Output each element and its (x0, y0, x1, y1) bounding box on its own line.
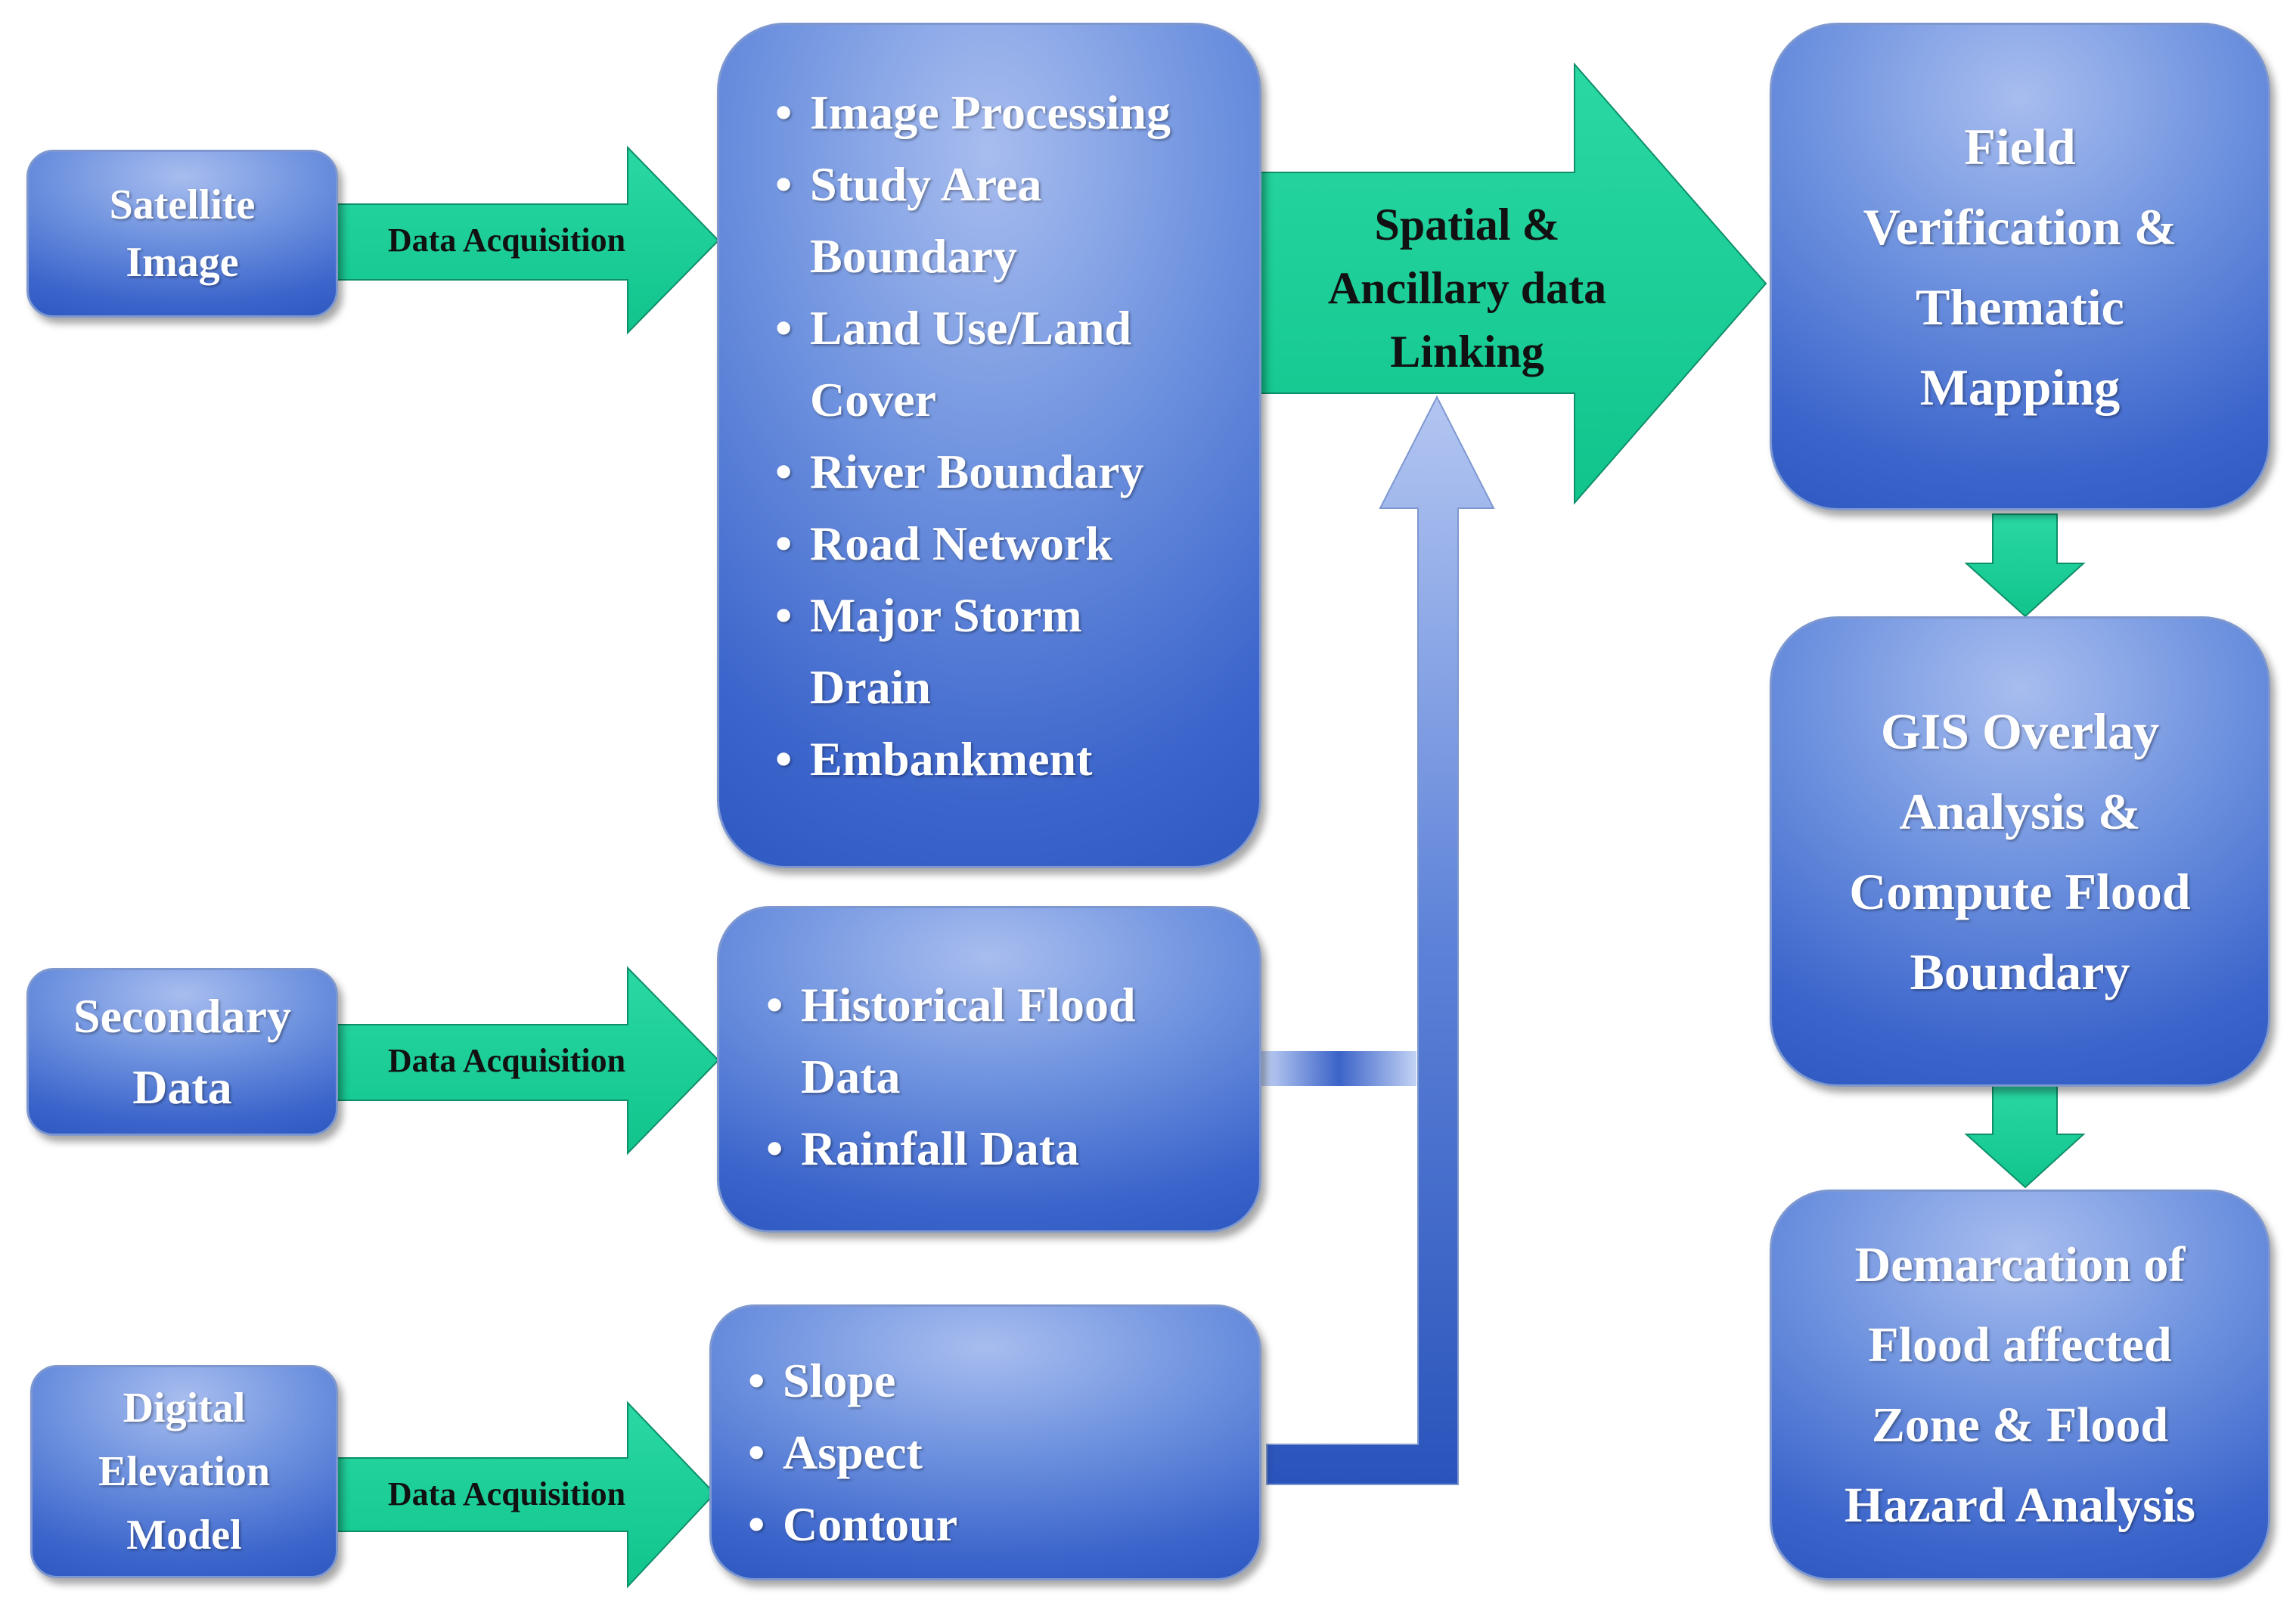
terrain-data-list: Slope Aspect Contour (740, 1345, 1259, 1560)
image-processing-box: Image Processing Study Area Boundary Lan… (717, 23, 1261, 868)
list-item-aspect: Aspect (740, 1416, 1259, 1488)
list-item-image-processing: Image Processing (768, 76, 1259, 148)
historical-data-box: Historical Flood Data Rainfall Data (717, 906, 1261, 1233)
image-processing-list: Image Processing Study Area Boundary Lan… (768, 76, 1259, 795)
connector-historical (1261, 1051, 1416, 1086)
acquisition-label-satellite: Data Acquisition (387, 222, 626, 259)
acquisition-label-dem: Data Acquisition (387, 1475, 626, 1512)
acquisition-arrow-dem (336, 1401, 716, 1589)
list-item-road-network: Road Network (768, 507, 1259, 579)
secondary-data-label: Secondary Data (73, 989, 291, 1114)
up-arrow-connector (1266, 395, 1495, 1485)
list-item-embankment: Embankment (768, 723, 1259, 795)
historical-data-list: Historical Flood Data Rainfall Data (759, 969, 1259, 1184)
satellite-image-box: Satellite Image (26, 150, 338, 318)
secondary-data-box: Secondary Data (26, 968, 338, 1136)
list-item-river-boundary: River Boundary (768, 436, 1259, 507)
acquisition-arrow-secondary (336, 966, 720, 1155)
list-item-land-use: Land Use/Land Cover (768, 292, 1259, 436)
field-verification-box: Field Verification & Thematic Mapping (1770, 23, 2270, 510)
gis-overlay-box: GIS Overlay Analysis & Compute Flood Bou… (1770, 616, 2270, 1087)
list-item-slope: Slope (740, 1345, 1259, 1416)
list-item-storm-drain: Major Storm Drain (768, 579, 1259, 723)
dem-label: Digital Elevation Model (98, 1385, 271, 1559)
dem-box: Digital Elevation Model (30, 1365, 338, 1578)
linking-arrow (1258, 62, 1767, 505)
demarcation-box: Demarcation of Flood affected Zone & Flo… (1770, 1190, 2270, 1580)
list-item-rainfall: Rainfall Data (759, 1112, 1259, 1184)
down-arrow-2 (1964, 1084, 2086, 1189)
gis-overlay-label: GIS Overlay Analysis & Compute Flood Bou… (1849, 703, 2191, 1000)
list-item-contour: Contour (740, 1488, 1259, 1560)
demarcation-label: Demarcation of Flood affected Zone & Flo… (1845, 1236, 2195, 1533)
list-item-historical-flood: Historical Flood Data (759, 969, 1259, 1112)
acquisition-label-secondary: Data Acquisition (387, 1042, 626, 1079)
down-arrow-1 (1964, 513, 2086, 618)
satellite-image-label: Satellite Image (109, 181, 256, 286)
terrain-data-box: Slope Aspect Contour (709, 1304, 1261, 1580)
acquisition-arrow-satellite (336, 145, 720, 335)
linking-label: Spatial & Ancillary data Linking (1327, 200, 1607, 377)
list-item-study-area: Study Area Boundary (768, 148, 1259, 292)
field-verification-label: Field Verification & Thematic Mapping (1863, 117, 2177, 416)
